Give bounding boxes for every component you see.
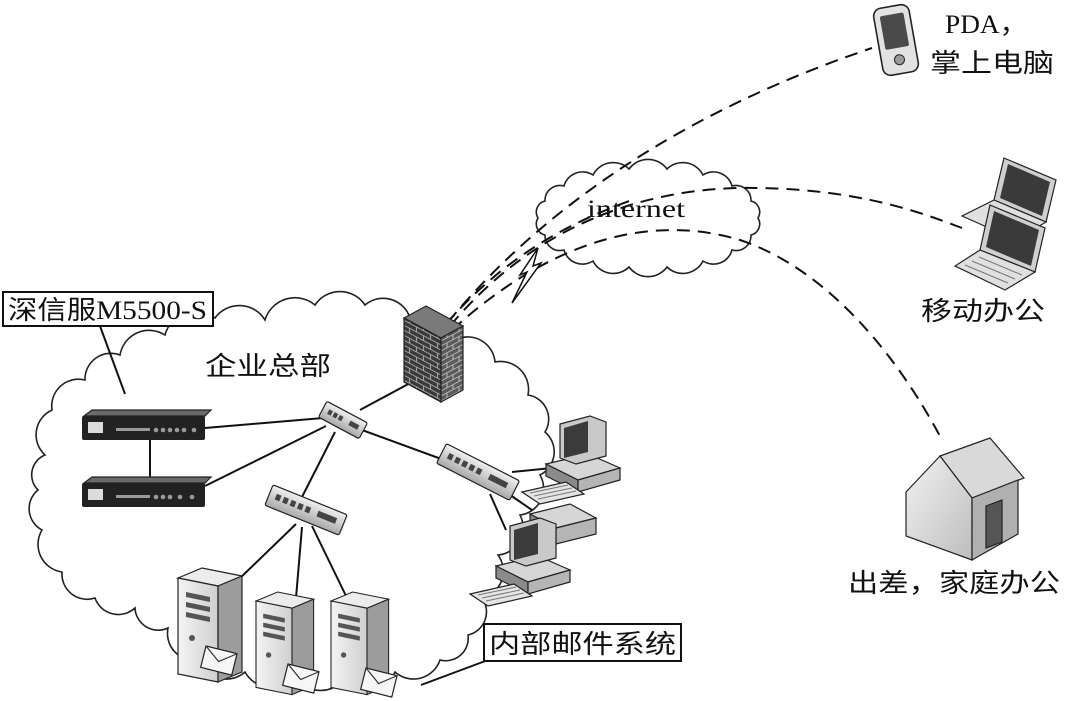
wire-switch-rightswitch (361, 429, 445, 461)
wire-lowerswitch-server1 (235, 523, 297, 583)
firewall-icon (402, 305, 465, 404)
mobile-office-label: 移动办公 (921, 297, 1045, 326)
label-connector-gateway (99, 325, 126, 395)
appliance-top (82, 409, 213, 417)
appliance-leds (116, 427, 197, 433)
server-drive-bays (263, 613, 285, 658)
server-drive-bays (338, 613, 360, 658)
house-door (985, 499, 1003, 549)
pda-label-line1: PDA， (945, 10, 1027, 39)
envelope-icon (359, 667, 398, 698)
travel-home-label: 出差，家庭办公 (848, 569, 1060, 598)
mail-system-label-box: 内部邮件系统 (483, 623, 682, 662)
switch-icon (264, 484, 348, 536)
appliance-top (82, 476, 213, 484)
link-to-house (451, 229, 943, 441)
pda-button (893, 54, 905, 66)
remote-links (445, 47, 963, 441)
pda-icon (872, 3, 920, 77)
wire-gateway2-switch (204, 425, 327, 487)
headquarters-label: 企业总部 (205, 352, 331, 381)
internet-label: internet (587, 196, 685, 223)
appliance-logo (88, 422, 103, 433)
wire-rightswitch-pc1 (511, 467, 553, 473)
wire-switch-lowerswitch (301, 431, 336, 498)
laptop-base (953, 249, 1037, 291)
firewall-side (440, 324, 464, 404)
envelope-icon (281, 663, 320, 694)
mail-system-label: 内部邮件系统 (489, 630, 676, 659)
appliance-leds (116, 494, 195, 500)
gateway-appliance-icon (82, 476, 213, 507)
appliance-logo (88, 489, 103, 500)
link-to-laptop (449, 186, 963, 327)
laptop-icon (953, 204, 1046, 291)
wire-lowerswitch-server3 (311, 525, 349, 601)
desktop-pc-icon (494, 517, 572, 595)
pda-screen (879, 12, 909, 50)
gateway-label-box: 深信服M5500-S (2, 291, 214, 327)
keyboard-icon (520, 481, 586, 505)
monitor-screen (564, 421, 588, 458)
link-to-internet (445, 199, 633, 325)
lightning-icon (511, 247, 544, 304)
link-to-pda (447, 47, 873, 323)
wire-lowerswitch-server2 (295, 526, 303, 599)
wire-gateway1-switch (204, 417, 324, 429)
server-front (330, 600, 368, 696)
laptop-display (986, 211, 1039, 266)
lan-wires (99, 325, 553, 686)
laptop-display (1000, 164, 1050, 216)
monitor-screen (514, 523, 538, 560)
wire-switch-firewall (359, 381, 413, 411)
pda-label-line2: 掌上电脑 (930, 49, 1054, 78)
gateway-appliance-icon (82, 409, 213, 440)
house-icon (905, 437, 1026, 562)
desktop-pc-icon (544, 415, 622, 493)
pc-case-side (577, 467, 621, 493)
envelope-icon (199, 645, 238, 676)
label-connector-mail (420, 659, 489, 686)
switch-icon (436, 443, 520, 501)
switch-icon (318, 401, 368, 439)
wire-rightswitch-pc3 (489, 493, 507, 531)
gateway-label: 深信服M5500-S (8, 296, 207, 325)
pc-case-side (527, 569, 571, 595)
keyboard-icon (468, 583, 534, 607)
server-drive-bays (186, 592, 210, 641)
